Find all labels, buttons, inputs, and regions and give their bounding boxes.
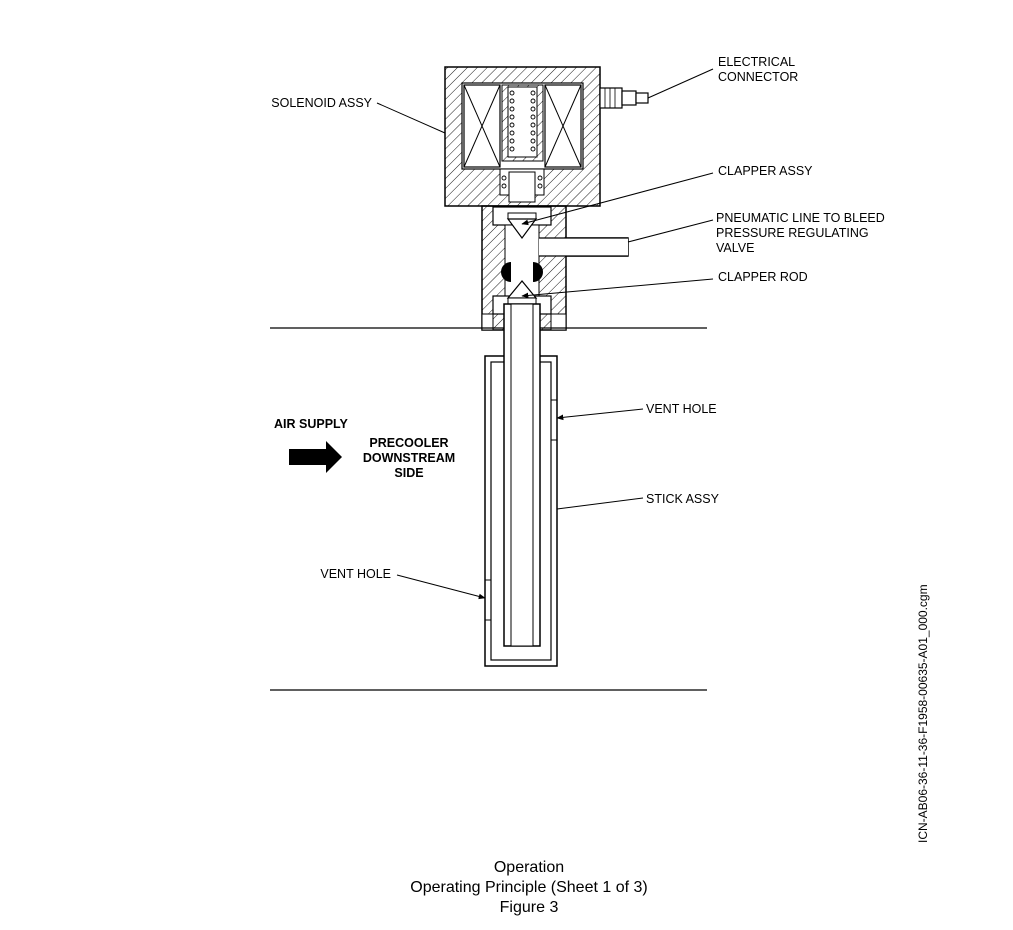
coil-right (544, 84, 582, 168)
leader-electrical-connector (647, 68, 714, 99)
caption-line3: Figure 3 (500, 899, 559, 916)
label-pneumatic-line-3: VALVE (716, 241, 754, 255)
stick-assy-body (484, 303, 558, 667)
label-vent-hole-lower: VENT HOLE (320, 567, 391, 581)
leader-clapper-assy (521, 172, 714, 226)
label-clapper-rod: CLAPPER ROD (718, 270, 808, 284)
coil-left (463, 84, 501, 168)
label-air-supply: AIR SUPPLY (274, 417, 349, 431)
leader-vent-hole-upper (556, 408, 644, 421)
leader-clapper-rod (521, 278, 714, 299)
label-pneumatic-line-1: PNEUMATIC LINE TO BLEED (716, 211, 885, 225)
label-electrical-connector-line1: ELECTRICAL (718, 55, 795, 69)
leader-pneumatic-line (627, 219, 714, 243)
label-stick-assy: STICK ASSY (646, 492, 720, 506)
leader-stick-assy (556, 497, 644, 510)
seal-o-ring (501, 262, 543, 282)
label-precooler-1: PRECOOLER (369, 436, 448, 450)
leader-vent-hole-lower (396, 574, 486, 600)
label-vent-hole-upper: VENT HOLE (646, 402, 717, 416)
label-precooler-3: SIDE (394, 466, 423, 480)
caption-line1: Operation (494, 859, 564, 876)
icn-reference: ICN-AB06-36-11-36-F1958-00635-A01_000.cg… (916, 584, 930, 843)
label-pneumatic-line-2: PRESSURE REGULATING (716, 226, 869, 240)
leader-solenoid-assy (376, 102, 446, 134)
air-supply-arrow-icon (289, 441, 342, 473)
label-precooler-2: DOWNSTREAM (363, 451, 455, 465)
label-clapper-assy: CLAPPER ASSY (718, 164, 813, 178)
caption-line2: Operating Principle (Sheet 1 of 3) (410, 879, 647, 896)
leader-lines (376, 68, 714, 600)
plunger-spring (501, 84, 544, 162)
clapper-upper (506, 212, 538, 240)
electrical-connector-fitting (599, 87, 649, 109)
solenoid-assy (444, 66, 601, 207)
label-solenoid-assy: SOLENOID ASSY (271, 96, 372, 110)
label-electrical-connector-line2: CONNECTOR (718, 70, 798, 84)
